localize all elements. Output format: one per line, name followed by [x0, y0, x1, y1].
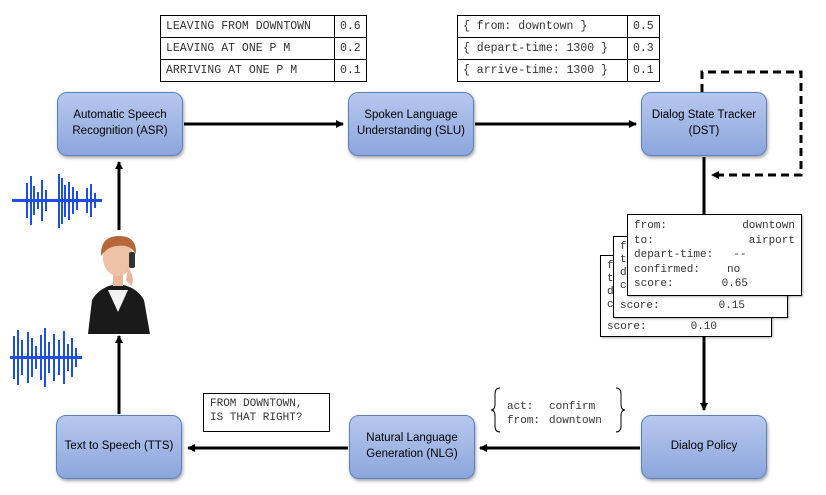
state-letter: c: [620, 280, 627, 292]
nlg-node: Natural Language Generation (NLG): [349, 415, 475, 479]
dialog-state-card-front: from:downtown to:airport depart-time:-- …: [627, 214, 802, 296]
asr-nbest-table: LEAVING FROM DOWNTOWN 0.6 LEAVING AT ONE…: [160, 15, 367, 82]
act-value: confirm: [549, 401, 596, 413]
table-row: { from: downtown } 0.5: [457, 15, 660, 38]
state-key: score:: [607, 321, 647, 333]
state-letter: t: [620, 254, 627, 266]
slu-nbest-table: { from: downtown } 0.5 { depart-time: 13…: [457, 15, 660, 82]
state-key: score:: [620, 300, 660, 312]
state-key: score:: [634, 278, 674, 290]
state-value: --: [733, 249, 747, 261]
hypothesis-text: { depart-time: 1300 }: [457, 37, 628, 60]
hypothesis-score: 0.6: [334, 15, 367, 38]
dst-node: Dialog State Tracker (DST): [641, 92, 767, 156]
act-value: downtown: [549, 415, 602, 427]
slu-node: Spoken Language Understanding (SLU): [348, 92, 474, 156]
act-key: act:: [507, 401, 534, 413]
dialog-policy-node: Dialog Policy: [641, 415, 767, 479]
hypothesis-text: { from: downtown }: [457, 15, 628, 38]
hypothesis-text: { arrive-time: 1300 }: [457, 59, 628, 82]
state-letter: d: [607, 286, 614, 298]
table-row: { depart-time: 1300 } 0.3: [457, 37, 660, 60]
hypothesis-text: LEAVING AT ONE P M: [160, 37, 335, 60]
state-value: no: [727, 263, 741, 276]
hypothesis-score: 0.2: [334, 37, 367, 60]
waveform-input-icon: [12, 174, 102, 228]
tts-node: Text to Speech (TTS): [56, 415, 182, 479]
state-letter: t: [607, 273, 614, 285]
state-value: 0.15: [718, 300, 745, 312]
state-letter: f: [620, 241, 627, 253]
table-row: { arrive-time: 1300 } 0.1: [457, 59, 660, 82]
act-key: from:: [507, 415, 541, 427]
dst-self-loop: [700, 70, 803, 179]
hypothesis-score: 0.1: [627, 59, 660, 82]
table-row: ARRIVING AT ONE P M 0.1: [160, 59, 367, 82]
state-letter: f: [607, 260, 614, 272]
state-letter: c: [607, 299, 614, 311]
state-value: airport: [748, 234, 795, 247]
state-key: to:: [634, 234, 654, 247]
asr-node: Automatic Speech Recognition (ASR): [57, 92, 183, 156]
hypothesis-text: ARRIVING AT ONE P M: [160, 59, 335, 82]
nlg-output-text: FROM DOWNTOWN, IS THAT RIGHT?: [203, 393, 330, 432]
dialog-act-braces: [490, 387, 626, 433]
hypothesis-text: LEAVING FROM DOWNTOWN: [160, 15, 335, 38]
state-key: depart-time:: [634, 249, 714, 261]
state-value: 0.65: [721, 278, 749, 290]
waveform-output-icon: [10, 328, 82, 387]
state-key: from:: [634, 220, 668, 232]
user-on-phone-icon: [82, 234, 154, 334]
table-row: LEAVING FROM DOWNTOWN 0.6: [160, 15, 367, 38]
table-row: LEAVING AT ONE P M 0.2: [160, 37, 367, 60]
state-value: 0.10: [690, 321, 717, 333]
state-key: confirmed:: [634, 263, 701, 276]
state-letter: d: [620, 267, 627, 279]
hypothesis-score: 0.5: [627, 15, 660, 38]
hypothesis-score: 0.3: [627, 37, 660, 60]
hypothesis-score: 0.1: [334, 59, 367, 82]
dialog-act: act: confirm from: downtown: [490, 385, 630, 435]
state-value: downtown: [742, 220, 795, 232]
